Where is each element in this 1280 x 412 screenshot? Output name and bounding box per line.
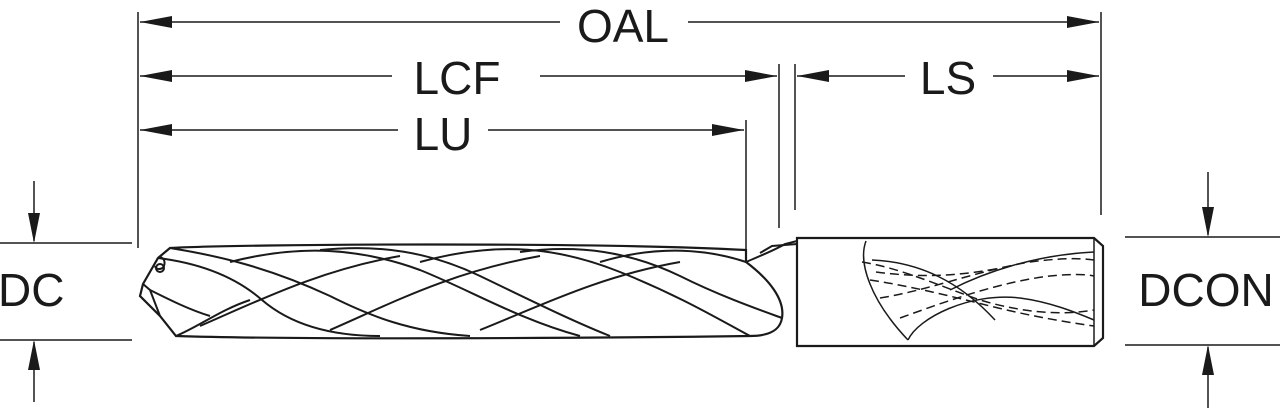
oal-dimension: OAL [140,0,1099,52]
lu-label: LU [414,108,473,160]
oal-label: OAL [577,0,669,52]
lcf-dimension: LCF [140,52,777,104]
lu-dimension: LU [140,108,744,160]
extension-lines [137,12,1102,262]
shank [795,236,1105,348]
fluted-body [138,243,784,340]
dc-label: DC [0,264,64,316]
lcf-label: LCF [414,52,501,104]
ls-dimension: LS [797,52,1099,104]
dc-dimension: DC [0,181,132,402]
neck [745,240,798,263]
dcon-dimension: DCON [1125,172,1280,408]
dcon-label: DCON [1138,264,1273,316]
ls-label: LS [920,52,976,104]
